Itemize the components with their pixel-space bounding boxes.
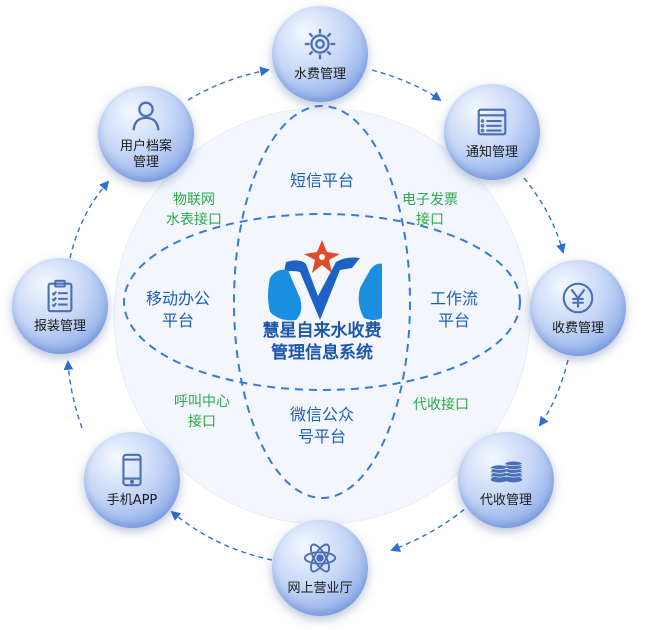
arrow-water-to-notice [371, 69, 442, 102]
arrow-notice-to-charge [523, 177, 566, 254]
node-repair[interactable]: 报装管理 [12, 258, 108, 354]
node-collection[interactable]: 代收管理 [458, 432, 554, 528]
arrow-repair-to-user [69, 180, 110, 259]
region-mobile-office: 移动办公 平台 [145, 289, 210, 330]
node-user-archive[interactable]: 用户档案 管理 [98, 86, 194, 182]
node-user-archive-label: 用户档案 管理 [119, 139, 172, 170]
arrow-app-to-repair [63, 360, 83, 429]
node-online-hall-label: 网上营业厅 [287, 581, 353, 596]
vertical-ellipse [233, 105, 411, 499]
yen-icon [562, 282, 594, 314]
user-icon [132, 101, 160, 131]
coins-icon [490, 461, 523, 483]
node-notice-label: 通知管理 [465, 145, 518, 160]
system-title: 慧星自来水收费 管理信息系统 [242, 320, 402, 364]
interface-e-invoice: 电子发票 接口 [402, 192, 458, 228]
node-water-fee-label: 水费管理 [293, 67, 346, 82]
node-mobile-app-label: 手机APP [106, 493, 158, 508]
arrow-charge-to-collection [538, 359, 569, 427]
list-icon [477, 108, 507, 136]
node-notice[interactable]: 通知管理 [444, 84, 540, 180]
gear-icon [304, 28, 336, 60]
node-charge-label: 收费管理 [551, 321, 604, 336]
interface-collection: 代收接口 [413, 397, 469, 413]
arrow-online-to-app [170, 510, 273, 561]
arrow-user-to-water [187, 66, 270, 101]
center-logo [268, 240, 382, 321]
system-title-line1: 慧星自来水收费 [262, 321, 382, 341]
node-water-fee[interactable]: 水费管理 [272, 6, 368, 102]
node-repair-label: 报装管理 [33, 319, 86, 334]
system-title-line2: 管理信息系统 [271, 343, 373, 363]
interface-iot-meter: 物联网 水表接口 [166, 192, 222, 228]
phone-icon [122, 453, 142, 487]
horizontal-ellipse [123, 213, 521, 391]
clipboard-icon [47, 279, 73, 313]
node-mobile-app[interactable]: 手机APP [84, 432, 180, 528]
node-collection-label: 代收管理 [479, 493, 532, 508]
region-wechat-platform: 微信公众 号平台 [289, 405, 354, 446]
node-online-hall[interactable]: 网上营业厅 [272, 520, 368, 616]
interface-call-center: 呼叫中心 接口 [174, 394, 230, 430]
node-charge[interactable]: 收费管理 [530, 260, 626, 356]
region-sms-platform: 短信平台 [289, 171, 354, 190]
region-workflow: 工作流 平台 [429, 289, 478, 330]
atom-icon [303, 543, 337, 573]
